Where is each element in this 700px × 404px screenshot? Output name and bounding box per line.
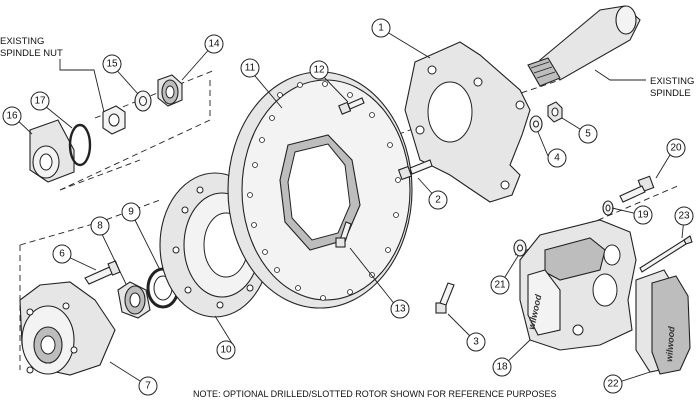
existing-spindle-label-line1: EXISTING [650,76,694,87]
svg-text:13: 13 [394,304,406,315]
svg-text:18: 18 [496,362,508,373]
caliper: wilwood [519,219,637,351]
drilled-slotted-rotor [227,71,413,309]
callout-13: 13 [390,299,410,319]
inner-bearing [117,281,151,319]
hub-stud [84,260,121,285]
callout-17: 17 [30,91,50,111]
callout-20: 20 [666,138,686,158]
svg-text:8: 8 [97,221,103,232]
callout-21: 21 [490,275,510,295]
svg-text:10: 10 [220,345,232,356]
brake-pads: wilwood [635,269,691,375]
bolt-13 [335,221,352,248]
hub [19,281,116,376]
bolt-20 [619,175,655,203]
existing-spindle-label-line2: SPINDLE [650,88,691,99]
callout-15: 15 [102,54,122,74]
callout-9: 9 [121,202,141,222]
pad-retaining-pin [639,235,693,273]
svg-text:4: 4 [554,153,560,164]
callout-12: 12 [309,60,329,80]
existing-spindle [527,5,641,87]
o-ring [68,123,92,167]
svg-text:16: 16 [6,111,18,122]
bolt-12 [338,97,365,115]
callout-18: 18 [492,357,512,377]
existing-spindle-nut-label-line1: EXISTING [0,36,44,47]
pad-brand-text: wilwood [664,326,676,363]
caliper-mounting-bracket [404,41,531,203]
callout-2: 2 [428,190,448,210]
outer-bearing [157,74,183,107]
svg-text:2: 2 [435,195,441,206]
nut-5 [547,101,563,123]
washer-4 [529,115,543,133]
svg-text:3: 3 [473,337,479,348]
svg-text:9: 9 [128,207,134,218]
dust-cap [29,119,75,183]
svg-text:22: 22 [607,379,619,390]
svg-text:21: 21 [494,280,506,291]
bolt-3 [435,282,455,314]
washer-19 [602,200,614,216]
washer-21 [513,239,527,257]
washer-15 [134,90,152,112]
callout-16: 16 [2,106,22,126]
callout-6: 6 [52,244,72,264]
existing-spindle-nut-label-line2: SPINDLE NUT [0,48,63,59]
callout-22: 22 [603,374,623,394]
svg-text:20: 20 [670,143,682,154]
svg-text:11: 11 [245,63,256,74]
svg-text:14: 14 [208,39,220,50]
svg-text:1: 1 [378,23,384,34]
bolt-2 [397,159,433,181]
svg-text:12: 12 [313,65,325,76]
callout-5: 5 [578,124,598,144]
svg-text:19: 19 [637,210,649,221]
callout-3: 3 [466,332,486,352]
svg-text:7: 7 [145,381,151,392]
callout-1: 1 [371,18,391,38]
callout-8: 8 [90,216,110,236]
callout-11: 11 [240,58,260,78]
reference-note: NOTE: OPTIONAL DRILLED/SLOTTED ROTOR SHO… [193,389,557,399]
callout-19: 19 [633,205,653,225]
callout-14: 14 [204,34,224,54]
svg-text:23: 23 [678,211,690,222]
callout-10: 10 [216,340,236,360]
callout-23: 23 [674,206,694,226]
svg-text:15: 15 [106,59,118,70]
rotor-drill-holes [247,81,401,301]
svg-text:17: 17 [34,96,46,107]
svg-text:5: 5 [585,129,591,140]
svg-text:6: 6 [59,249,65,260]
callout-4: 4 [547,148,567,168]
callout-7: 7 [138,376,158,396]
existing-spindle-nut [102,105,126,135]
